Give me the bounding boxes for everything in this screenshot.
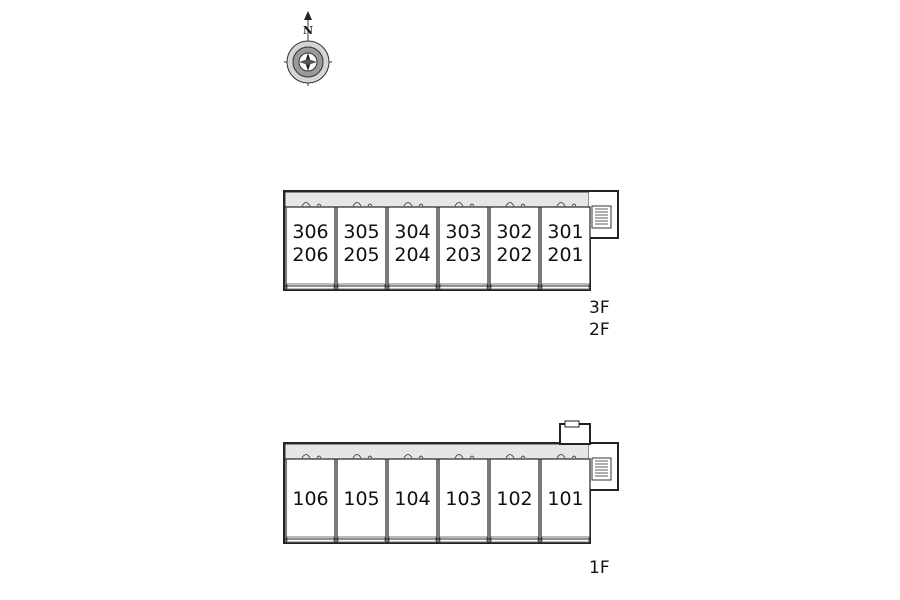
unit-number-label: 103 [445, 488, 481, 510]
door-icon [352, 454, 373, 459]
door-icon [403, 202, 424, 207]
unit-number-label: 105 [343, 488, 379, 510]
door-icon [301, 454, 322, 459]
door-icon [505, 202, 526, 207]
unit-number-label: 305 [343, 221, 379, 243]
unit-number-label: 102 [496, 488, 532, 510]
unit-number-label: 204 [394, 244, 430, 266]
unit-cell: 101 [540, 454, 591, 544]
floor-label-1f: 1F [589, 558, 610, 578]
unit-number-label: 303 [445, 221, 481, 243]
unit-number-label: 104 [394, 488, 430, 510]
compass-rose-icon: N [284, 11, 332, 86]
unit-number-label: 106 [292, 488, 328, 510]
door-icon [403, 454, 424, 459]
floor-label-2f: 2F [589, 320, 610, 340]
unit-cell: 104 [387, 454, 438, 544]
upper-stairs-icon [595, 208, 608, 225]
door-icon [454, 454, 475, 459]
unit-number-label: 306 [292, 221, 328, 243]
door-icon [556, 454, 577, 459]
unit-number-label: 304 [394, 221, 430, 243]
unit-cell: 103 [438, 454, 489, 544]
unit-number-label: 206 [292, 244, 328, 266]
door-icon [352, 202, 373, 207]
unit-cell: 102 [489, 454, 540, 544]
floor-label-3f: 3F [589, 298, 610, 318]
unit-cell: 106 [285, 454, 336, 544]
lower-floor-plan: 106 105 104 103 102 101 1F [283, 420, 619, 578]
lower-stairs-icon [595, 460, 608, 477]
door-icon [301, 202, 322, 207]
door-icon [454, 202, 475, 207]
north-label: N [303, 24, 313, 37]
unit-number-label: 101 [547, 488, 583, 510]
unit-number-label: 205 [343, 244, 379, 266]
door-icon [505, 454, 526, 459]
unit-number-label: 202 [496, 244, 532, 266]
unit-number-label: 302 [496, 221, 532, 243]
door-icon [556, 202, 577, 207]
unit-number-label: 203 [445, 244, 481, 266]
unit-number-label: 301 [547, 221, 583, 243]
unit-number-label: 201 [547, 244, 583, 266]
unit-cell: 105 [336, 454, 387, 544]
